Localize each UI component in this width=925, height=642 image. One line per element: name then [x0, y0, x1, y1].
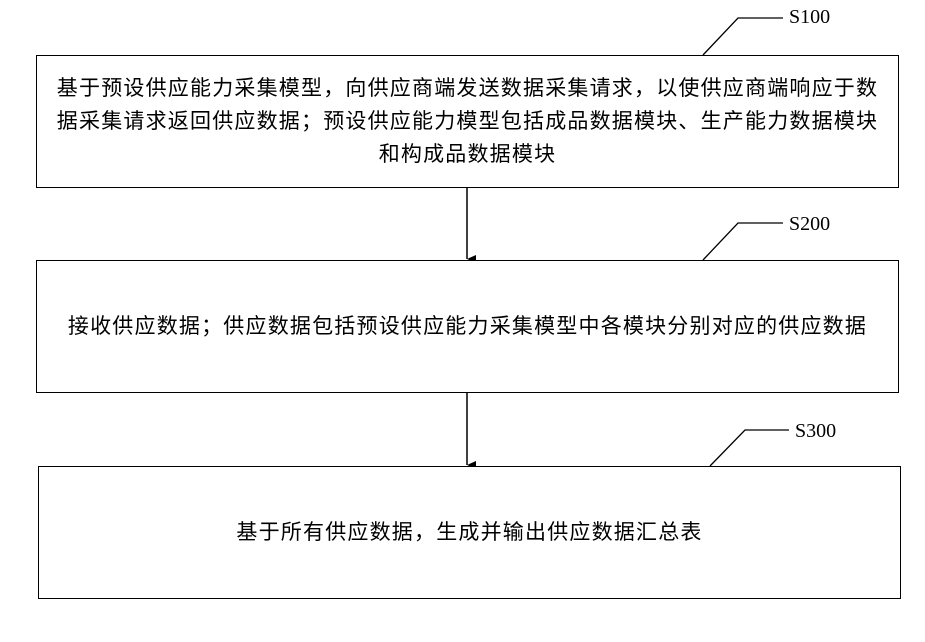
step-box-s300: 基于所有供应数据，生成并输出供应数据汇总表	[38, 466, 901, 599]
step-box-s200: 接收供应数据；供应数据包括预设供应能力采集模型中各模块分别对应的供应数据	[36, 260, 899, 393]
step-label-s200: S200	[789, 213, 830, 236]
step-box-s100: 基于预设供应能力采集模型，向供应商端发送数据采集请求，以使供应商端响应于数据采集…	[36, 55, 899, 188]
step-label-s300: S300	[795, 420, 836, 443]
step-label-s100: S100	[789, 6, 830, 29]
step-text-s300: 基于所有供应数据，生成并输出供应数据汇总表	[236, 516, 702, 549]
leader-line-s200	[703, 223, 783, 260]
leader-line-s100	[703, 18, 783, 55]
leader-line-s300	[710, 430, 789, 466]
step-text-s200: 接收供应数据；供应数据包括预设供应能力采集模型中各模块分别对应的供应数据	[68, 310, 867, 343]
step-text-s100: 基于预设供应能力采集模型，向供应商端发送数据采集请求，以使供应商端响应于数据采集…	[53, 72, 882, 171]
